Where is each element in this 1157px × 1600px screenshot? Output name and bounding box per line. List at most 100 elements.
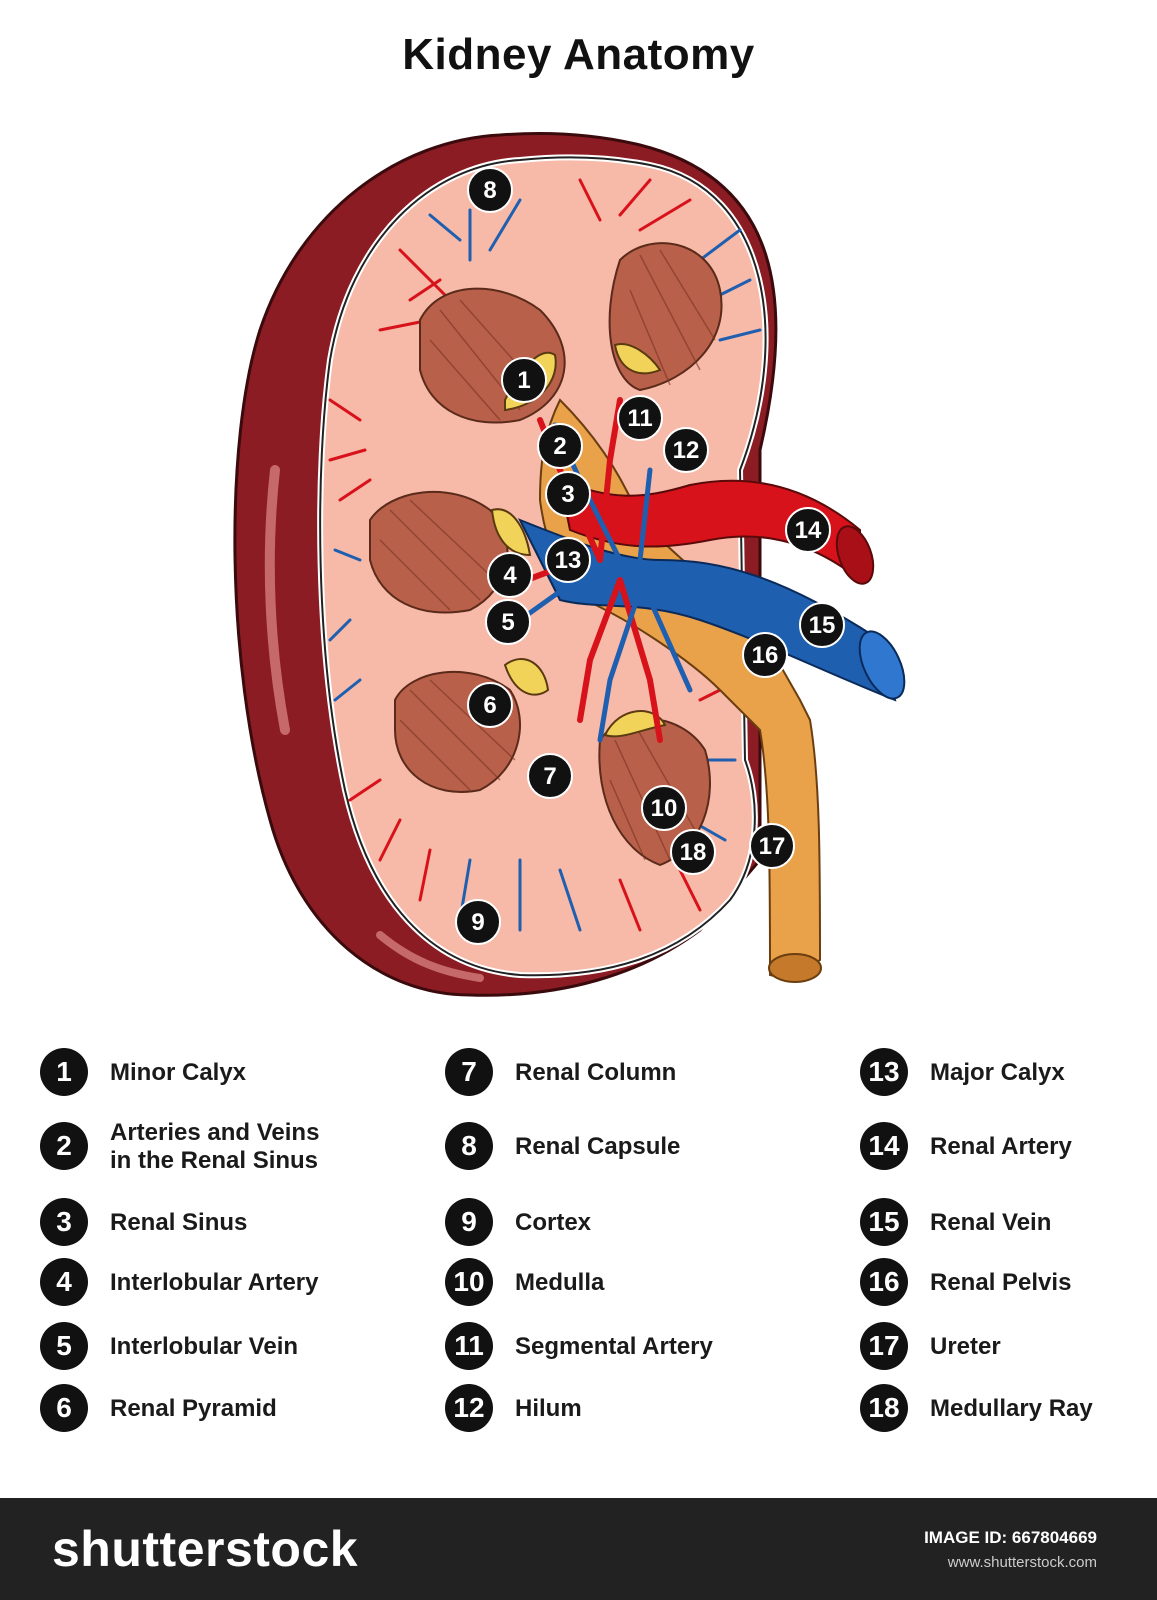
- marker-circle: [545, 471, 591, 517]
- brand-logo[interactable]: shutterstock: [52, 1521, 359, 1577]
- legend-number-badge: 13: [860, 1048, 908, 1096]
- marker-14: 14: [785, 507, 831, 553]
- capsule-highlight: [264, 465, 290, 735]
- marker-number: 8: [483, 177, 496, 204]
- marker-number: 10: [651, 795, 678, 822]
- marker-number: 14: [795, 517, 822, 544]
- marker-circle: [641, 785, 687, 831]
- legend-number-badge: 12: [445, 1384, 493, 1432]
- marker-number: 1: [517, 367, 530, 394]
- legend-label: Medulla: [515, 1269, 605, 1296]
- marker-number: 17: [759, 833, 786, 860]
- legend-number-badge: 8: [445, 1122, 493, 1170]
- legend-label: Renal Vein: [930, 1209, 1052, 1236]
- marker-5: 5: [485, 599, 531, 645]
- marker-circle: [742, 632, 788, 678]
- marker-circle: [501, 357, 547, 403]
- marker-circle: [537, 423, 583, 469]
- marker-circle: [799, 602, 845, 648]
- marker-17: 17: [749, 823, 795, 869]
- capsule-highlight: [376, 931, 484, 982]
- marker-circle: [785, 507, 831, 553]
- marker-3: 3: [545, 471, 591, 517]
- marker-number: 13: [555, 547, 582, 574]
- marker-6: 6: [467, 682, 513, 728]
- legend-label: Interlobular Artery: [110, 1269, 319, 1296]
- image-id: IMAGE ID: 667804669: [924, 1528, 1097, 1547]
- legend-label: Renal Capsule: [515, 1133, 681, 1160]
- marker-circle: [545, 537, 591, 583]
- legend-number-badge: 17: [860, 1322, 908, 1370]
- legend-label: Medullary Ray: [930, 1395, 1093, 1422]
- marker-number: 11: [627, 405, 652, 432]
- legend-number-badge: 11: [445, 1322, 493, 1370]
- marker-number: 7: [543, 763, 556, 790]
- marker-8: 8: [467, 167, 513, 213]
- marker-circle: [749, 823, 795, 869]
- marker-circle: [663, 427, 709, 473]
- marker-circle: [485, 599, 531, 645]
- legend-number-badge: 15: [860, 1198, 908, 1246]
- marker-number: 9: [471, 909, 484, 936]
- marker-1: 1: [501, 357, 547, 403]
- legend-number-badge: 9: [445, 1198, 493, 1246]
- marker-number: 6: [483, 692, 496, 719]
- legend-label: Interlobular Vein: [110, 1333, 299, 1360]
- marker-number: 4: [503, 562, 517, 589]
- legend-label: Segmental Artery: [515, 1333, 713, 1360]
- legend-number-badge: 10: [445, 1258, 493, 1306]
- legend-label: Renal Pyramid: [110, 1395, 277, 1422]
- legend-number-badge: 1: [40, 1048, 88, 1096]
- marker-circle: [455, 899, 501, 945]
- marker-7: 7: [527, 753, 573, 799]
- ureter-opening: [768, 953, 822, 983]
- footer-bar: shutterstock IMAGE ID: 667804669 www.shu…: [0, 1498, 1157, 1600]
- marker-15: 15: [799, 602, 845, 648]
- marker-4: 4: [487, 552, 533, 598]
- legend-label: Minor Calyx: [110, 1059, 247, 1086]
- marker-18: 18: [670, 829, 716, 875]
- marker-9: 9: [455, 899, 501, 945]
- marker-16: 16: [742, 632, 788, 678]
- marker-number: 3: [561, 481, 574, 508]
- marker-circle: [487, 552, 533, 598]
- marker-circle: [670, 829, 716, 875]
- marker-2: 2: [537, 423, 583, 469]
- legend-number-badge: 2: [40, 1122, 88, 1170]
- legend-label: Renal Artery: [930, 1133, 1072, 1160]
- marker-13: 13: [545, 537, 591, 583]
- marker-number: 2: [553, 433, 566, 460]
- marker-10: 10: [641, 785, 687, 831]
- marker-number: 15: [809, 612, 836, 639]
- legend-label: Renal Pelvis: [930, 1269, 1072, 1296]
- legend-label: Major Calyx: [930, 1059, 1065, 1086]
- legend-number-badge: 16: [860, 1258, 908, 1306]
- marker-circle: [467, 167, 513, 213]
- marker-11: 11: [617, 395, 663, 441]
- marker-12: 12: [663, 427, 709, 473]
- legend-label: Hilum: [515, 1395, 582, 1422]
- marker-number: 16: [752, 642, 779, 669]
- legend-label: Cortex: [515, 1209, 592, 1236]
- legend-number-badge: 7: [445, 1048, 493, 1096]
- legend-label: Ureter: [930, 1333, 1001, 1360]
- marker-number: 12: [673, 437, 700, 464]
- legend-label: Renal Sinus: [110, 1209, 248, 1236]
- legend-number-badge: 6: [40, 1384, 88, 1432]
- marker-circle: [527, 753, 573, 799]
- legend-label: Renal Column: [515, 1059, 677, 1086]
- marker-circle: [467, 682, 513, 728]
- site-url[interactable]: www.shutterstock.com: [947, 1554, 1097, 1571]
- marker-number: 5: [501, 609, 514, 636]
- legend-number-badge: 5: [40, 1322, 88, 1370]
- marker-number: 18: [680, 839, 707, 866]
- legend-number-badge: 4: [40, 1258, 88, 1306]
- legend-number-badge: 3: [40, 1198, 88, 1246]
- legend-number-badge: 18: [860, 1384, 908, 1432]
- legend-label: Arteries and Veins in the Renal Sinus: [110, 1119, 320, 1174]
- page-title: Kidney Anatomy: [402, 30, 755, 79]
- marker-circle: [617, 395, 663, 441]
- legend-number-badge: 14: [860, 1122, 908, 1170]
